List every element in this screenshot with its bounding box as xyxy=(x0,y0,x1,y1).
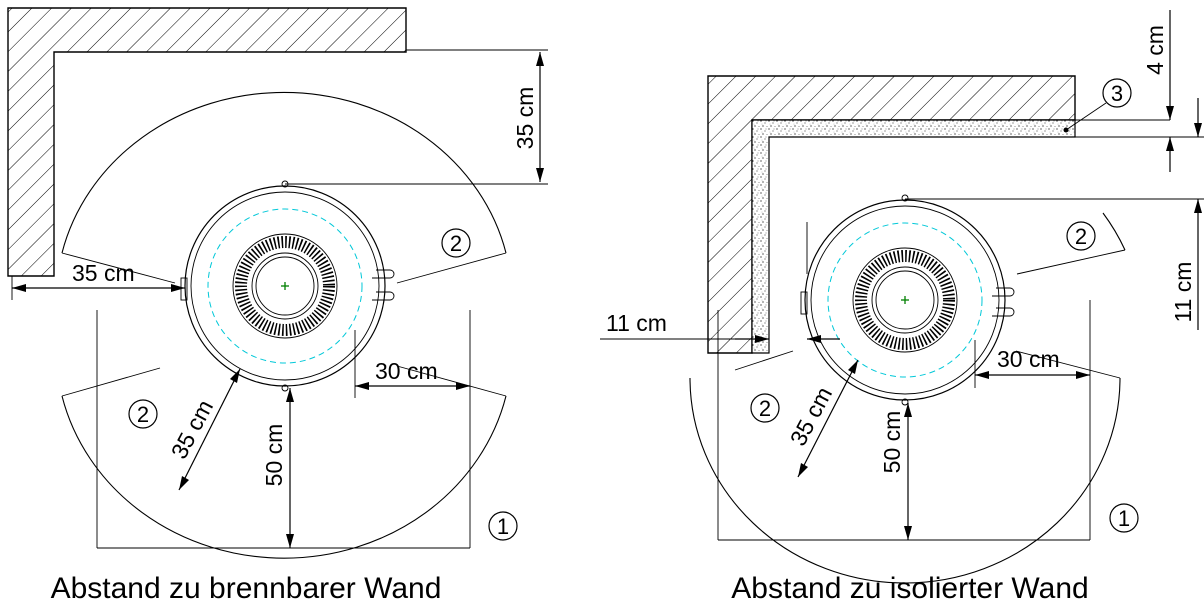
left-caption: Abstand zu brennbarer Wand xyxy=(51,572,442,605)
stove-knob xyxy=(901,398,909,406)
svg-text:2: 2 xyxy=(1075,224,1087,249)
right-dim-top: 11 cm xyxy=(1170,262,1196,323)
right-panel: 4 cm 11 cm 11 cm 30 cm 35 cm 50 cm 1 2 xyxy=(600,10,1204,605)
left-dim-right: 30 cm xyxy=(375,358,438,384)
marker-2: 2 xyxy=(441,228,471,258)
center-mark xyxy=(281,282,289,290)
svg-text:3: 3 xyxy=(1111,81,1123,106)
svg-text:1: 1 xyxy=(1118,506,1130,531)
cyan-clearance-circle xyxy=(207,208,363,364)
left-dim-top: 35 cm xyxy=(512,87,538,150)
handle xyxy=(992,307,1015,317)
stove-top-view xyxy=(800,194,1015,406)
marker-2: 2 xyxy=(750,393,780,423)
clearance-arc-top xyxy=(1102,212,1126,251)
handle xyxy=(372,291,395,301)
right-dim-left: 11 cm xyxy=(606,310,667,336)
marker-3: 3 xyxy=(1063,78,1132,133)
svg-text:2: 2 xyxy=(759,396,771,421)
right-dim-front: 50 cm xyxy=(879,411,905,474)
left-dim-left: 35 cm xyxy=(72,260,135,286)
center-mark xyxy=(901,296,909,304)
insulation-layer xyxy=(751,119,1076,354)
handle xyxy=(372,269,395,279)
left-dim-front: 50 cm xyxy=(261,424,287,487)
right-caption: Abstand zu isolierter Wand xyxy=(731,572,1088,605)
stove-knob xyxy=(281,384,289,392)
clearance-arc-top xyxy=(61,91,507,254)
marker-2: 2 xyxy=(1066,221,1096,251)
combustible-wall xyxy=(7,7,407,277)
right-dim-right: 30 cm xyxy=(997,346,1060,372)
arc-end-line xyxy=(61,252,176,284)
stove-top-view xyxy=(180,180,395,392)
svg-text:1: 1 xyxy=(497,514,509,539)
arc-end-line xyxy=(396,365,507,397)
side-lug xyxy=(800,291,808,315)
marker-2: 2 xyxy=(128,399,158,429)
clearance-arc-bottom xyxy=(689,377,1121,584)
stove-knob xyxy=(901,194,909,202)
arc-end-line xyxy=(396,252,507,284)
right-dim-top-small: 4 cm xyxy=(1142,25,1168,75)
left-panel: 35 cm 35 cm 30 cm 35 cm 50 cm 1 2 2 Abst xyxy=(7,7,548,605)
arc-end-line xyxy=(61,367,161,397)
handle xyxy=(992,287,1015,297)
cyan-clearance-circle xyxy=(827,222,983,378)
clearance-arc-bottom xyxy=(61,395,507,559)
svg-text:2: 2 xyxy=(450,231,462,256)
marker-1: 1 xyxy=(488,511,518,541)
svg-text:2: 2 xyxy=(137,402,149,427)
marker-1: 1 xyxy=(1109,503,1139,533)
